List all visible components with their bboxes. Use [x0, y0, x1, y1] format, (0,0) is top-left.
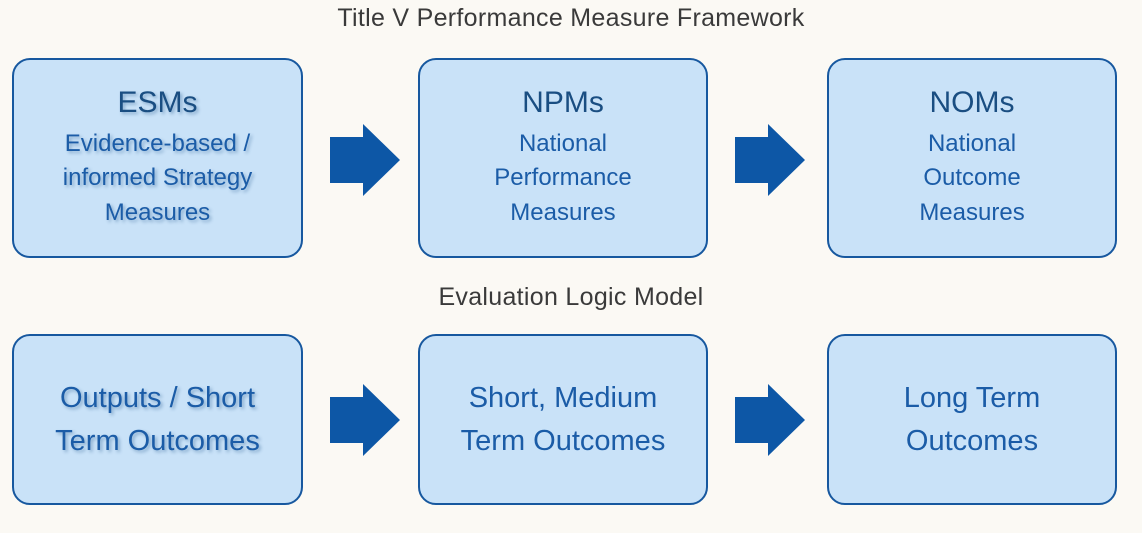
box-heading: NOMs: [929, 86, 1015, 120]
box-body: National Performance Measures: [494, 130, 632, 226]
right-arrow-icon: [735, 124, 805, 196]
box-body: Long Term Outcomes: [903, 382, 1041, 457]
framework-title: Title V Performance Measure Framework: [337, 4, 805, 32]
logic-box-long-term: Long Term Outcomes: [827, 334, 1117, 505]
logic-box-outputs-short-term: Outputs / Short Term Outcomes: [12, 334, 303, 505]
logic-box-short-medium-term: Short, Medium Term Outcomes: [418, 334, 708, 505]
logic-model-title: Evaluation Logic Model: [438, 283, 704, 311]
box-body: Short, Medium Term Outcomes: [460, 382, 666, 457]
framework-box-noms: NOMs National Outcome Measures: [827, 58, 1117, 258]
box-body: National Outcome Measures: [919, 130, 1025, 226]
framework-box-npms: NPMs National Performance Measures: [418, 58, 708, 258]
framework-box-esms: ESMs Evidence-based / informed Strategy …: [12, 58, 303, 258]
right-arrow-icon: [330, 384, 400, 456]
box-heading: NPMs: [522, 86, 604, 120]
right-arrow-icon: [735, 384, 805, 456]
box-body: Outputs / Short Term Outcomes: [55, 382, 260, 457]
box-body: Evidence-based / informed Strategy Measu…: [62, 130, 253, 226]
box-heading: ESMs: [117, 86, 198, 120]
right-arrow-icon: [330, 124, 400, 196]
